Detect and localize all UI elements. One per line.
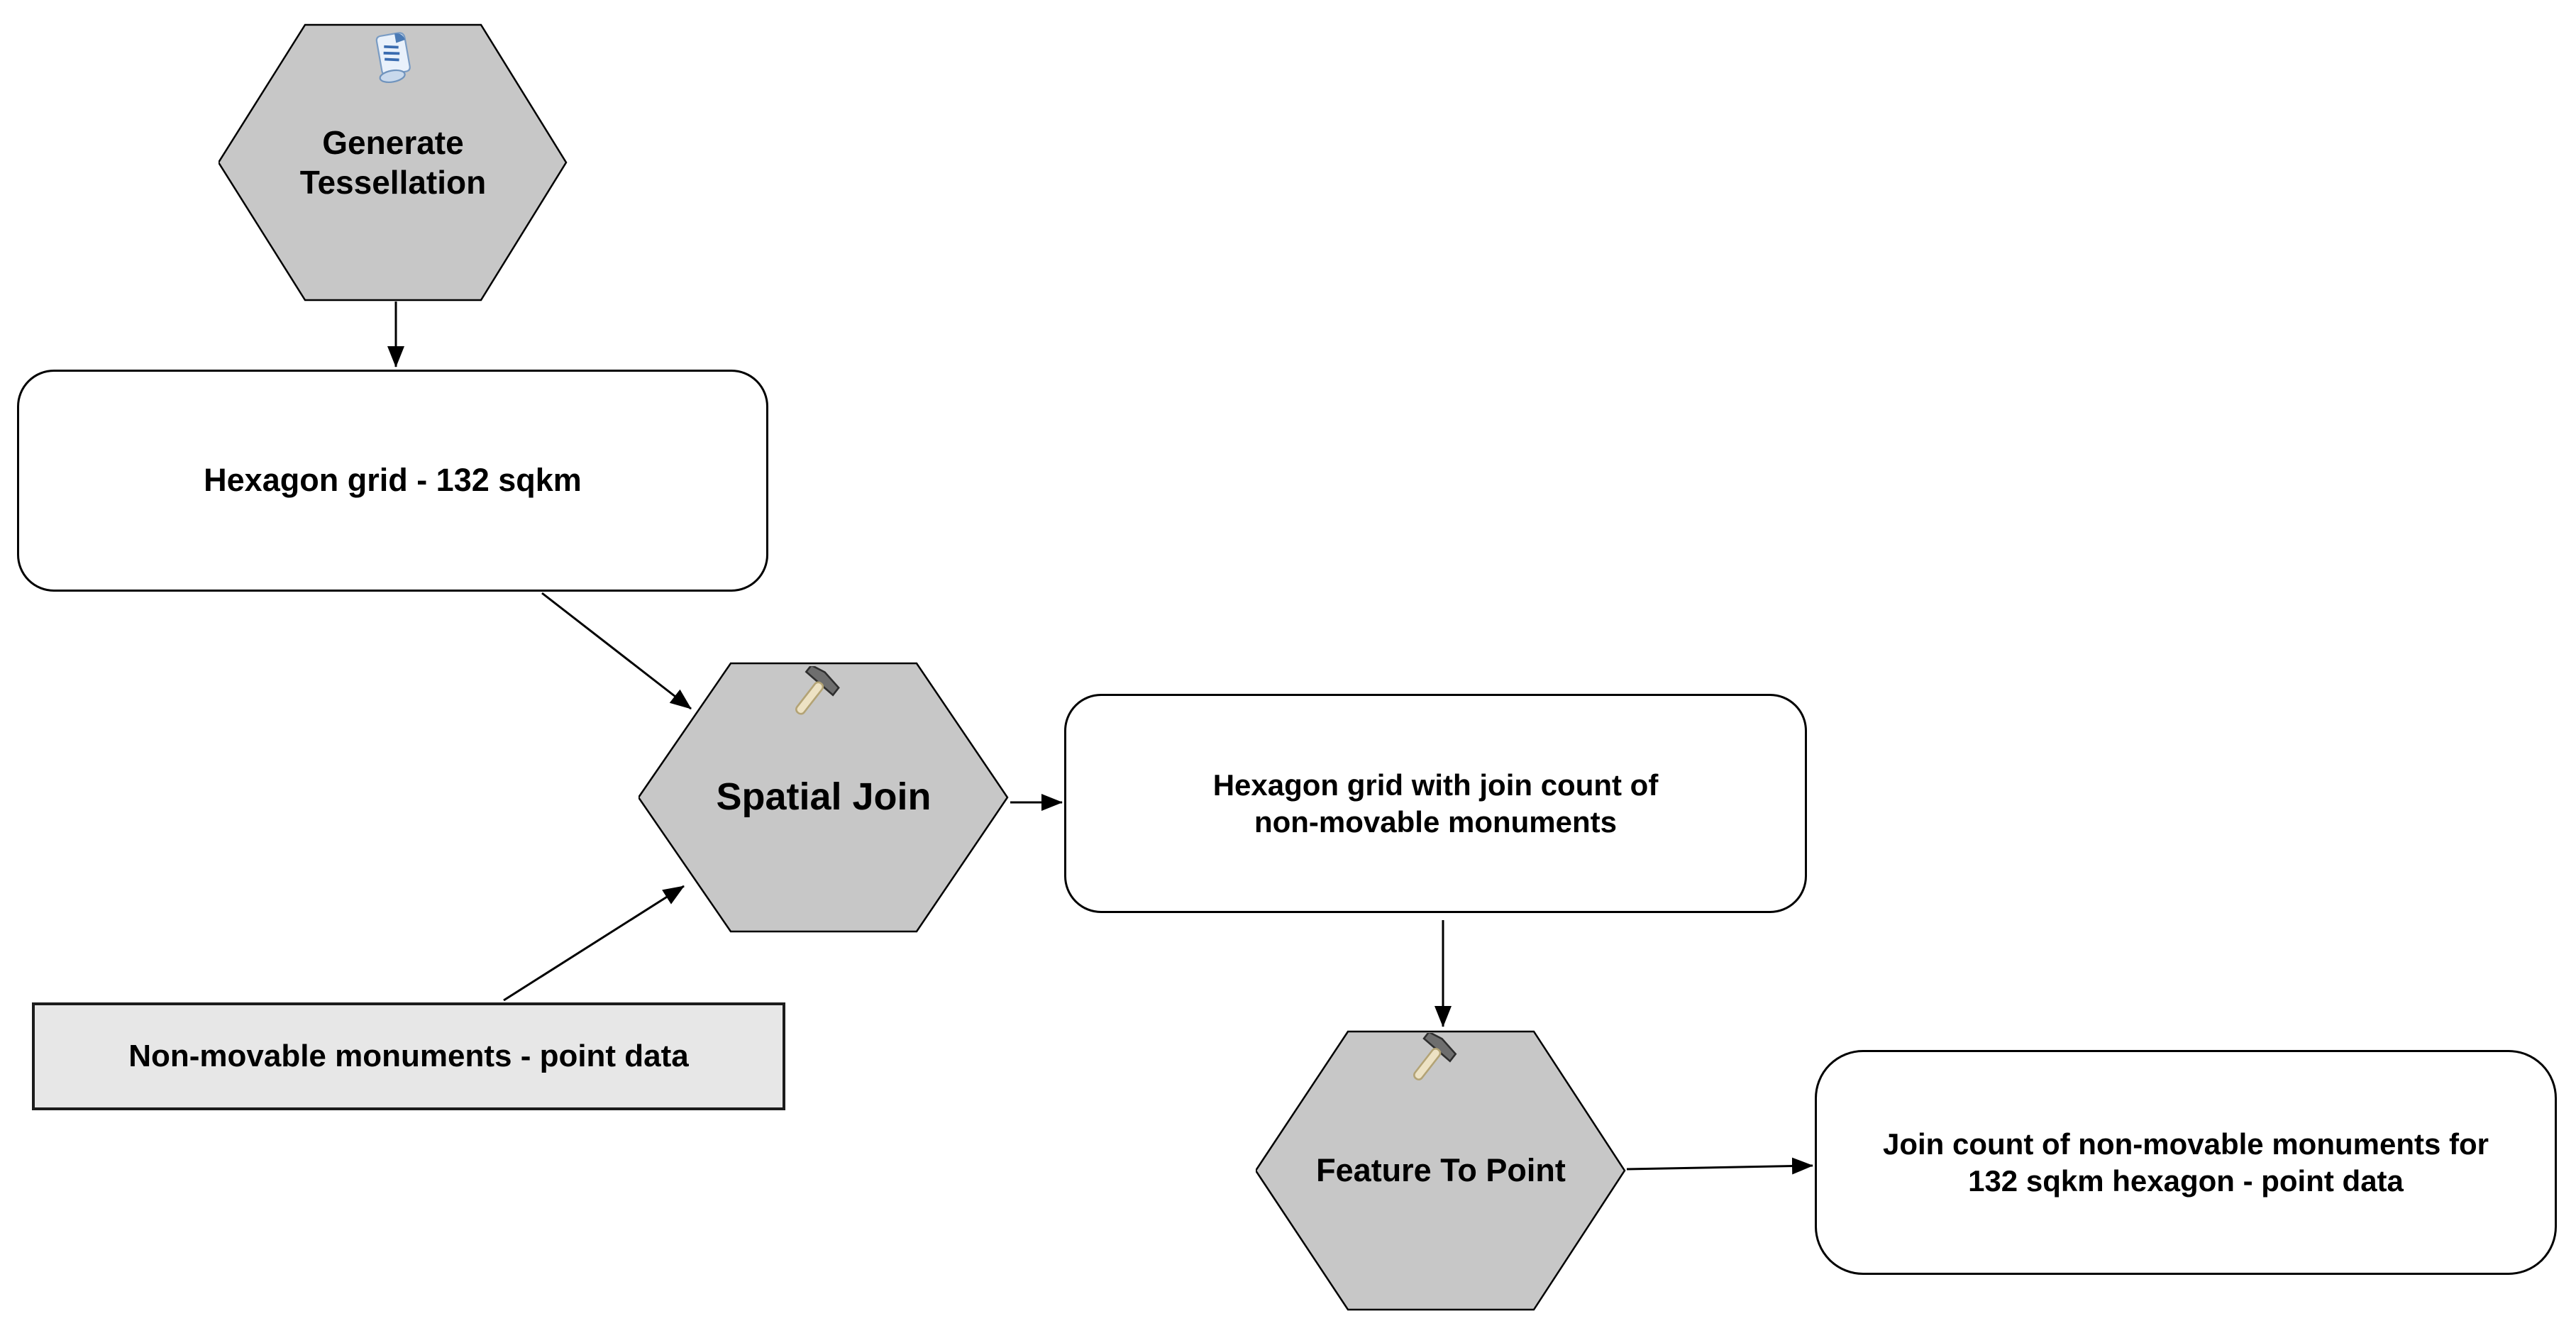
node-label: Generate Tessellation [299,123,487,201]
connector-feature-to-point-to-join-count-points [1626,1157,1813,1175]
hammer-tool-icon [790,664,851,729]
node-label: Feature To Point [1316,1151,1566,1188]
node-spatial-join[interactable]: Spatial Join [639,662,1009,933]
node-label: Join count of non-movable monuments for … [1883,1127,2489,1198]
node-feature-to-point[interactable]: Feature To Point [1256,1030,1626,1311]
node-non-movable-monuments[interactable]: Non-movable monuments - point data [32,1002,785,1110]
hexagon-shape [219,23,568,302]
script-tool-icon [369,31,413,89]
node-label: Non-movable monuments - point data [128,1039,689,1074]
connector-non-movable-monuments-to-spatial-join [503,885,685,1002]
node-label: Hexagon grid with join count of non-mova… [1212,768,1659,839]
connector-hexagon-grid-to-spatial-join [541,592,692,710]
node-hexagon-grid-join-count[interactable]: Hexagon grid with join count of non-mova… [1064,694,1807,913]
hammer-tool-icon [1409,1031,1467,1095]
hexagon-shape [1256,1030,1626,1311]
hexagon-shape [639,662,1009,933]
node-hexagon-grid-132sqkm[interactable]: Hexagon grid - 132 sqkm [17,370,768,592]
node-label: Spatial Join [716,775,932,819]
node-label: Hexagon grid - 132 sqkm [204,462,582,499]
node-generate-tessellation[interactable]: Generate Tessellation [219,23,568,302]
node-join-count-points[interactable]: Join count of non-movable monuments for … [1815,1050,2557,1275]
